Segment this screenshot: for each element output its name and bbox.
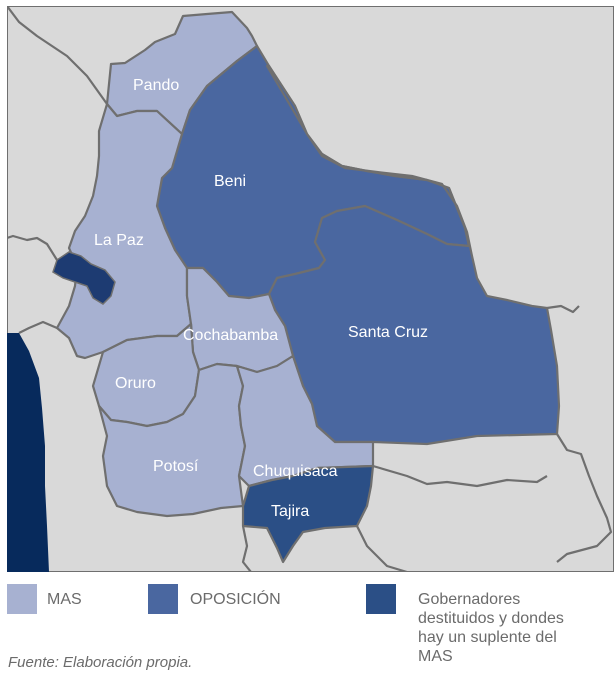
bolivia-map: Pando Beni La Paz Santa Cruz Cochabamba … [7,6,614,572]
label-potosi: Potosí [153,458,199,475]
label-la-paz: La Paz [94,232,144,249]
label-pando: Pando [133,77,179,94]
border-south [241,525,252,572]
lake-titicaca [52,251,116,305]
label-santa-cruz: Santa Cruz [348,324,428,341]
border-brazil-east [546,304,580,314]
border-paraguay [556,433,613,563]
region-tajira [241,464,375,564]
border-argentina [356,525,408,572]
legend-swatch-oposicion [148,584,178,614]
label-chuquisaca: Chuquisaca [253,463,338,480]
legend-destituidos-line4: MAS [418,648,453,665]
label-oruro: Oruro [115,375,156,392]
border-peru [7,234,58,261]
source-note: Fuente: Elaboración propia. [8,654,193,671]
label-cochabamba: Cochabamba [183,327,278,344]
legend-label-destituidos: Gobernadores destituidos y dondes hay un… [418,590,564,666]
border-northwest [7,6,108,105]
pacific-ocean [7,333,49,572]
legend-destituidos-line1: Gobernadores [418,591,521,608]
legend-label-mas: MAS [47,591,82,608]
legend-label-oposicion: OPOSICIÓN [190,591,281,608]
legend-destituidos-line2: destituidos y dondes [418,610,564,627]
legend-swatch-mas [7,584,37,614]
border-west [18,320,58,334]
legend-swatch-destituidos [366,584,396,614]
label-beni: Beni [214,173,246,190]
legend-destituidos-line3: hay un suplente del [418,629,557,646]
border-southeast [372,464,548,488]
label-tajira: Tajira [271,503,309,520]
